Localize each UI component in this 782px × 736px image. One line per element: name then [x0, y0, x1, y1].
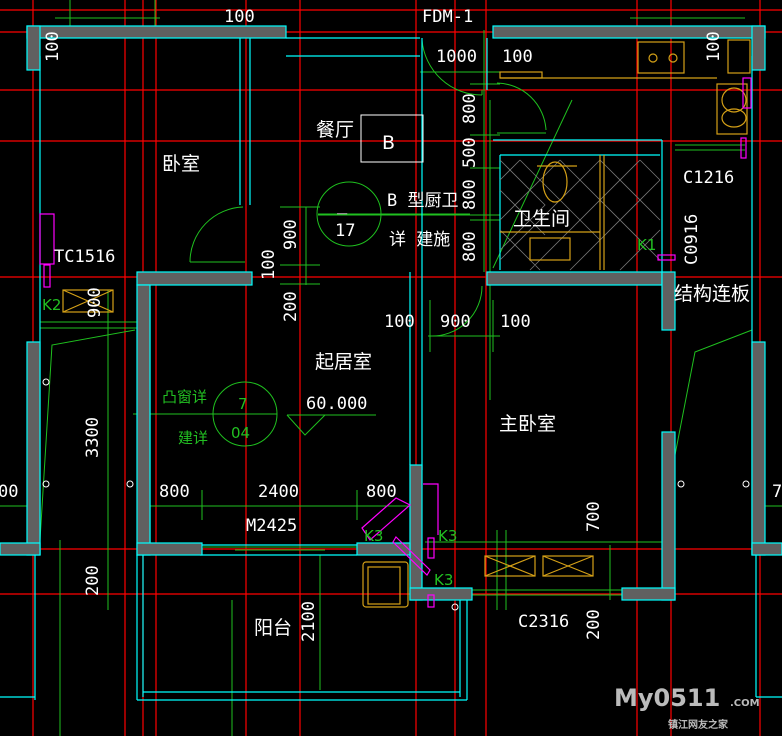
tag-c1216: C1216: [683, 168, 734, 188]
note-build-detail: 建详: [178, 429, 208, 447]
dim: 2400: [258, 482, 299, 502]
dim: 2100: [299, 601, 319, 642]
dim: 800: [159, 482, 190, 502]
room-label-balcony: 阳台: [254, 617, 292, 639]
note-bay-window-detail: 凸窗详: [162, 388, 207, 406]
room-label-master-bedroom: 主卧室: [499, 413, 556, 435]
tag-k3: K3: [438, 527, 457, 545]
room-label-living: 起居室: [315, 351, 372, 373]
dim: 00: [0, 482, 18, 502]
dim: 900: [85, 287, 105, 318]
tag-k1: K1: [637, 236, 656, 254]
tag-k3: K3: [434, 571, 453, 589]
dim: 800: [460, 93, 480, 124]
elevation-mark: 60.000: [306, 394, 367, 414]
detail-circle-top: _: [337, 195, 348, 215]
watermark-brand: My0511: [614, 684, 720, 712]
watermark-subtitle: 镇江网友之家: [668, 718, 729, 731]
dim: 800: [366, 482, 397, 502]
walls: [0, 25, 782, 601]
pipes-and-fixtures: [39, 77, 752, 608]
dim: 800: [460, 179, 480, 210]
room-label-structure-slab: 结构连板: [674, 283, 750, 305]
dim: 100: [224, 7, 255, 27]
dim: 1000: [436, 47, 477, 67]
room-tag-box: [360, 114, 424, 163]
tag-fdm-1: FDM-1: [422, 7, 473, 27]
dim: 200: [83, 565, 103, 596]
tag-m2425: M2425: [246, 516, 297, 536]
dim: 3300: [83, 417, 103, 458]
bay-circle-bottom: 04: [231, 424, 250, 442]
bay-circle-top: 7: [238, 395, 248, 413]
tag-k3: K3: [364, 527, 383, 545]
watermark-logo: My0511 .COM 镇江网友之家: [614, 684, 760, 731]
note-detail-build: 详 建施: [389, 230, 450, 250]
note-kitchen-bath-type: B 型厨卫: [387, 191, 458, 211]
axis-markers: [42, 114, 750, 611]
room-label-bedroom: 卧室: [162, 153, 200, 175]
detail-circle-bottom: 17: [335, 221, 355, 241]
dim: 100: [502, 47, 533, 67]
dim: 800: [460, 231, 480, 262]
fixtures: [62, 39, 751, 608]
tag-tc1516: TC1516: [54, 247, 115, 267]
watermark-domain: .COM: [730, 698, 760, 709]
tag-c0916: C0916: [682, 214, 702, 265]
dim: 900: [281, 219, 301, 250]
dim: 200: [584, 609, 604, 640]
dim: 7: [772, 482, 782, 502]
tag-k2: K2: [42, 296, 61, 314]
room-label-dining: 餐厅: [316, 119, 354, 141]
tag-c2316: C2316: [518, 612, 569, 632]
dim: 100: [384, 312, 415, 332]
dim: 200: [281, 291, 301, 322]
room-tag: B: [382, 132, 395, 154]
dim: 100: [704, 31, 724, 62]
dim: 500: [460, 137, 480, 168]
room-label-bathroom: 卫生间: [513, 208, 570, 230]
dim: 100: [43, 31, 63, 62]
dim: 100: [259, 249, 279, 280]
dim: 700: [584, 501, 604, 532]
dim: 100: [500, 312, 531, 332]
dim: 900: [440, 312, 471, 332]
